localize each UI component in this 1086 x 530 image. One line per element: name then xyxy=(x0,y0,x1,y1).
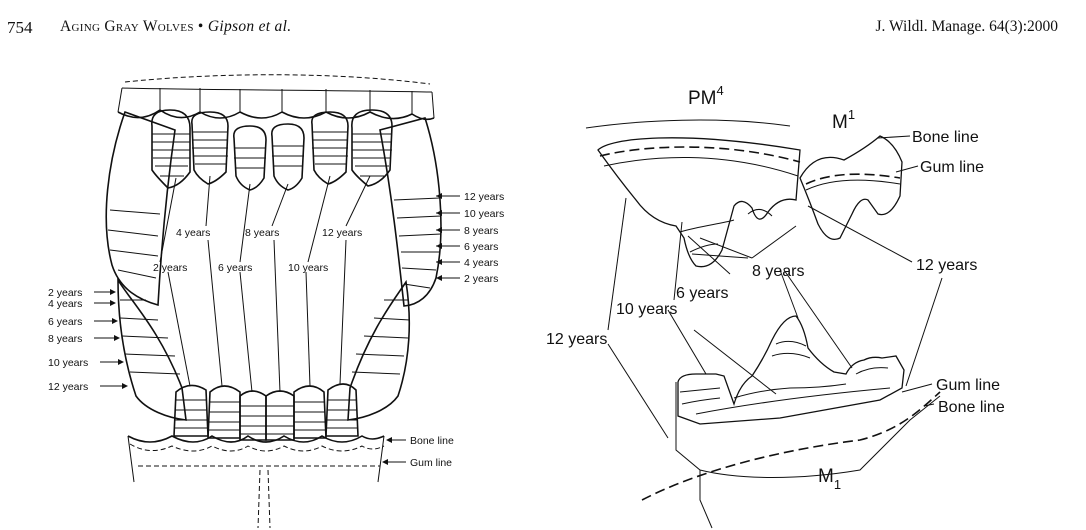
m1-upper-tooth xyxy=(799,135,903,241)
upper-incisor-age-leaders xyxy=(159,175,371,263)
lower-arrow-label-4: 4 years xyxy=(48,298,82,310)
lower-incisor-age-leaders xyxy=(167,239,347,393)
page-header: 754 Aging Gray Wolves • Gipson et al. J.… xyxy=(0,0,1086,44)
lower-arrow-label-8: 8 years xyxy=(48,333,82,345)
title-separator: • xyxy=(197,18,204,35)
age-8-years-label: 8 years xyxy=(752,263,804,280)
age-6-years-label: 6 years xyxy=(676,285,728,302)
incisor-age-label-2: 2 years xyxy=(153,262,187,274)
incisor-age-label-6: 6 years xyxy=(218,262,252,274)
lower-jaw-outline xyxy=(641,382,941,529)
upper-arrow-label-8: 8 years xyxy=(464,225,498,237)
m1-lower-tooth xyxy=(677,315,905,425)
upper-arrow-label-12: 12 years xyxy=(464,191,504,203)
lower-gum-band xyxy=(127,435,385,529)
incisor-age-label-4: 4 years xyxy=(176,227,210,239)
running-title: Aging Gray Wolves • Gipson et al. xyxy=(60,18,291,36)
incisor-age-label-10: 10 years xyxy=(288,262,328,274)
journal-citation: J. Wildl. Manage. 64(3):2000 xyxy=(875,18,1058,35)
upper-incisor xyxy=(191,111,229,185)
bone-line-lower-label: Bone line xyxy=(938,399,1005,416)
upper-arrow-label-4: 4 years xyxy=(464,257,498,269)
upper-arrow-label-2: 2 years xyxy=(464,273,498,285)
incisor-age-label-8: 8 years xyxy=(245,227,279,239)
lower-arrow-label-10: 10 years xyxy=(48,357,88,369)
upper-arrow-label-10: 10 years xyxy=(464,208,504,220)
upper-incisor xyxy=(311,111,349,185)
upper-jaw-outline xyxy=(585,119,791,129)
age-12-years-left-label: 12 years xyxy=(546,331,607,348)
upper-incisors xyxy=(151,109,393,191)
left-gum-line-label: Gum line xyxy=(410,457,452,469)
m1-lower-label: M1 xyxy=(818,466,841,492)
lower-arrow-label-6: 6 years xyxy=(48,316,82,328)
upper-incisor xyxy=(351,109,393,187)
upper-gum-band xyxy=(117,74,435,121)
age-10-years-label: 10 years xyxy=(616,301,677,318)
left-bone-line-label: Bone line xyxy=(410,435,454,447)
upper-incisor xyxy=(271,123,305,191)
age-12-years-right-label: 12 years xyxy=(916,257,977,274)
incisor-age-label-12: 12 years xyxy=(322,227,362,239)
pm4-upper-tooth xyxy=(597,137,801,268)
upper-left-canine xyxy=(105,110,176,307)
page-number: 754 xyxy=(7,18,33,37)
lower-right-canine xyxy=(347,279,411,421)
upper-arrow-label-6: 6 years xyxy=(464,241,498,253)
gum-line-upper-label: Gum line xyxy=(920,159,984,176)
upper-canine-age-arrows xyxy=(436,193,460,281)
pm4-label: PM4 xyxy=(688,83,724,109)
lower-canine-age-arrows xyxy=(94,289,128,389)
m1-upper-label: M1 xyxy=(832,107,855,133)
upper-incisor xyxy=(233,125,267,191)
lower-arrow-label-12: 12 years xyxy=(48,381,88,393)
bone-line-upper-label: Bone line xyxy=(912,129,979,146)
carnassial-age-leaders xyxy=(607,197,943,439)
lower-arrow-label-2: 2 years xyxy=(48,287,82,299)
running-title-text: Aging Gray Wolves xyxy=(60,18,194,35)
upper-incisor xyxy=(151,109,191,189)
lower-incisors xyxy=(173,383,359,441)
lower-left-canine xyxy=(117,277,187,421)
gum-line-lower-label: Gum line xyxy=(936,377,1000,394)
upper-right-canine xyxy=(379,117,442,307)
running-authors: Gipson et al. xyxy=(207,18,292,35)
